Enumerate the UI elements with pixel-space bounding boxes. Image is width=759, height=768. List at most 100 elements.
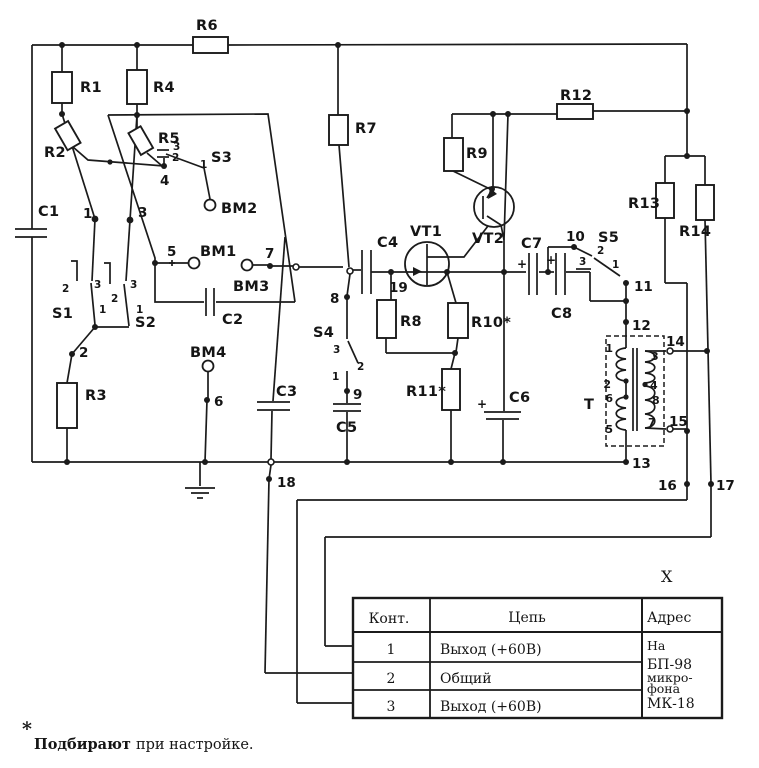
table-row2-pin: 2 — [387, 671, 396, 687]
resistor-label-r14: R14 — [679, 224, 711, 240]
node-14: 14 — [666, 334, 685, 350]
s5-contact-1: 1 — [612, 259, 619, 271]
s3-contact-1: 1 — [200, 159, 207, 171]
resistor-label-r6: R6 — [196, 18, 218, 34]
mic-label-bm4: ВМ4 — [190, 345, 226, 361]
wire-network — [15, 43, 712, 704]
node-17: 17 — [716, 478, 735, 494]
node-10: 10 — [566, 229, 585, 245]
node-18: 18 — [277, 475, 296, 491]
node-12: 12 — [632, 318, 651, 334]
connector-designator: X — [661, 567, 673, 586]
resistor-r7-body — [328, 114, 349, 146]
node-15: 15 — [669, 414, 688, 430]
resistor-label-r4: R4 — [153, 80, 175, 96]
capacitor-label-c8: C8 — [551, 306, 572, 322]
node-19: 19 — [389, 280, 408, 296]
resistor-label-r7: R7 — [355, 121, 377, 137]
resistor-r4-body — [126, 69, 148, 105]
node-8: 8 — [330, 291, 339, 307]
capacitor-label-c6: C6 — [509, 390, 530, 406]
node-5: 5 — [167, 244, 176, 260]
t-tap-5: 5 — [605, 423, 613, 436]
resistor-r3-body — [56, 382, 78, 429]
transformer-label: Т — [584, 397, 594, 413]
s3-contact-2: 2 — [172, 152, 179, 164]
node-6: 6 — [214, 394, 223, 410]
table-row3-pin: 3 — [387, 699, 396, 715]
switch-label-s1: S1 — [52, 306, 73, 322]
mic-label-bm1: ВМ1 — [200, 244, 236, 260]
resistor-label-r8: R8 — [400, 314, 422, 330]
t-tap-6: 6 — [605, 392, 613, 405]
capacitor-label-c3: C3 — [276, 384, 297, 400]
resistor-label-r5: R5 — [158, 131, 180, 147]
resistor-r9-body — [443, 137, 464, 172]
resistor-r11-body — [441, 368, 461, 411]
node-4: 4 — [160, 173, 169, 189]
resistor-r2-body — [53, 119, 82, 152]
switch-label-s3: S3 — [211, 150, 232, 166]
mic-terminal-bm2-icon — [203, 198, 217, 212]
resistor-r10-body — [447, 302, 469, 339]
node-11: 11 — [634, 279, 653, 295]
resistor-label-r2: R2 — [44, 145, 66, 161]
table-row1-pin: 1 — [387, 642, 396, 658]
resistor-label-r10: R10* — [471, 315, 511, 331]
s2-contact-3: 3 — [130, 279, 137, 291]
t-tap-7: 7 — [648, 416, 656, 429]
mic-label-bm2: ВМ2 — [221, 201, 257, 217]
s5-contact-2: 2 — [597, 245, 604, 257]
capacitor-label-c5: C5 — [336, 420, 357, 436]
mic-terminal-bm1-icon — [187, 256, 201, 270]
c6-plus-mark: + — [477, 397, 487, 411]
node-1: 1 — [83, 206, 92, 222]
transistor-label-vt2: VT2 — [472, 231, 504, 247]
table-header-address: Адрес — [647, 610, 691, 626]
t-tap-1: 1 — [605, 342, 613, 355]
footnote-asterisk: * — [22, 718, 32, 740]
s1-contact-1: 1 — [99, 304, 106, 316]
node-2: 2 — [79, 345, 88, 361]
junction-dots — [59, 42, 714, 487]
component-labels: R1 R2 R3 R4 R5 R6 R7 R8 R9 R10* R11* R12… — [38, 18, 711, 436]
footnote-text: Подбирают при настройке. — [34, 734, 254, 753]
s1-contact-2: 2 — [62, 283, 69, 295]
connector-table: X Конт. Цепь Адрес 1 Выход (+60В) 2 Общи… — [351, 567, 724, 720]
resistor-label-r1: R1 — [80, 80, 102, 96]
component-bodies — [51, 36, 715, 466]
transistor-label-vt1: VT1 — [410, 224, 442, 240]
resistor-r12-body — [556, 103, 594, 120]
resistor-label-r9: R9 — [466, 146, 488, 162]
resistor-r6-body — [192, 36, 229, 54]
table-header-circuit: Цепь — [508, 610, 546, 626]
capacitor-label-c4: C4 — [377, 235, 398, 251]
contact-numbers: 2 3 1 2 3 1 3 2 1 3 2 1 2 3 1 1 2 6 5 3 … — [62, 141, 660, 436]
resistor-r13-body — [655, 182, 675, 219]
transformer-enclosure — [605, 335, 665, 447]
c7-plus-mark: + — [517, 257, 527, 271]
s4-contact-2: 2 — [357, 361, 364, 373]
node-16: 16 — [658, 478, 677, 494]
resistor-label-r12: R12 — [560, 88, 592, 104]
table-row1-circuit: Выход (+60В) — [440, 642, 542, 658]
capacitor-label-c1: C1 — [38, 204, 59, 220]
switch-label-s5: S5 — [598, 230, 619, 246]
s4-contact-1: 1 — [332, 371, 339, 383]
footnote: * Подбирают при настройке. — [22, 718, 254, 753]
t-tap-2: 2 — [603, 378, 611, 391]
resistor-r8-body — [376, 299, 397, 339]
s2-contact-2: 2 — [111, 293, 118, 305]
transistor-vt1-body — [404, 241, 450, 287]
capacitor-label-c7: C7 — [521, 236, 542, 252]
mic-label-bm3: ВМ3 — [233, 279, 269, 295]
node-9: 9 — [353, 387, 362, 403]
switch-label-s4: S4 — [313, 325, 334, 341]
t-tap-3: 3 — [651, 350, 659, 363]
node-numbers: 1 2 3 4 5 6 7 8 9 10 11 12 13 14 15 16 1… — [79, 173, 735, 494]
capacitor-label-c2: C2 — [222, 312, 243, 328]
resistor-r1-body — [51, 71, 73, 104]
table-row2-circuit: Общий — [440, 671, 492, 687]
s4-contact-3: 3 — [333, 344, 340, 356]
